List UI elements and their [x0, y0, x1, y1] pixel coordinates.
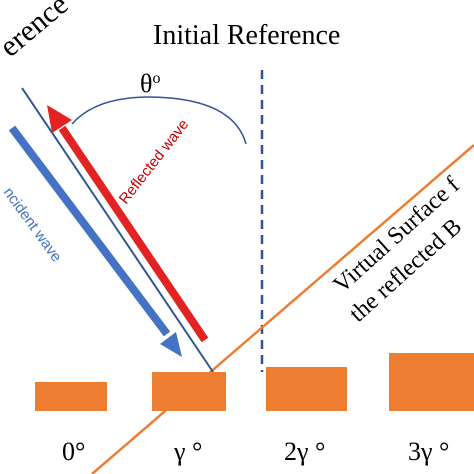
reflected-wave-arrow-shaft: [58, 125, 209, 343]
block-1: [152, 372, 226, 411]
incident-wave-arrowhead: [160, 332, 182, 357]
theta-symbol: θ: [140, 69, 152, 98]
theta-degree: o: [152, 70, 160, 87]
position-label-3: 3γ °: [408, 437, 449, 466]
incident-wave-arrow-shaft: [8, 125, 171, 337]
reference-ray-line: [21, 87, 214, 373]
incident-wave-label: ncident wave: [0, 184, 65, 265]
position-label-2: 2γ °: [284, 437, 325, 466]
angle-arc: [71, 96, 247, 145]
reflected-wave-label: Reflected wave: [116, 116, 193, 207]
block-3: [389, 353, 474, 411]
position-label-0: 0°: [62, 437, 85, 466]
initial-reference-label: Initial Reference: [153, 20, 340, 51]
position-label-1: γ °: [173, 437, 202, 466]
virtual-surface-line: [91, 144, 474, 474]
rotated-reference-label: erence: [0, 0, 74, 63]
block-0: [35, 382, 107, 411]
block-2: [266, 367, 347, 411]
theta-label: θo: [140, 69, 160, 98]
reflected-wave-arrowhead: [47, 105, 72, 133]
